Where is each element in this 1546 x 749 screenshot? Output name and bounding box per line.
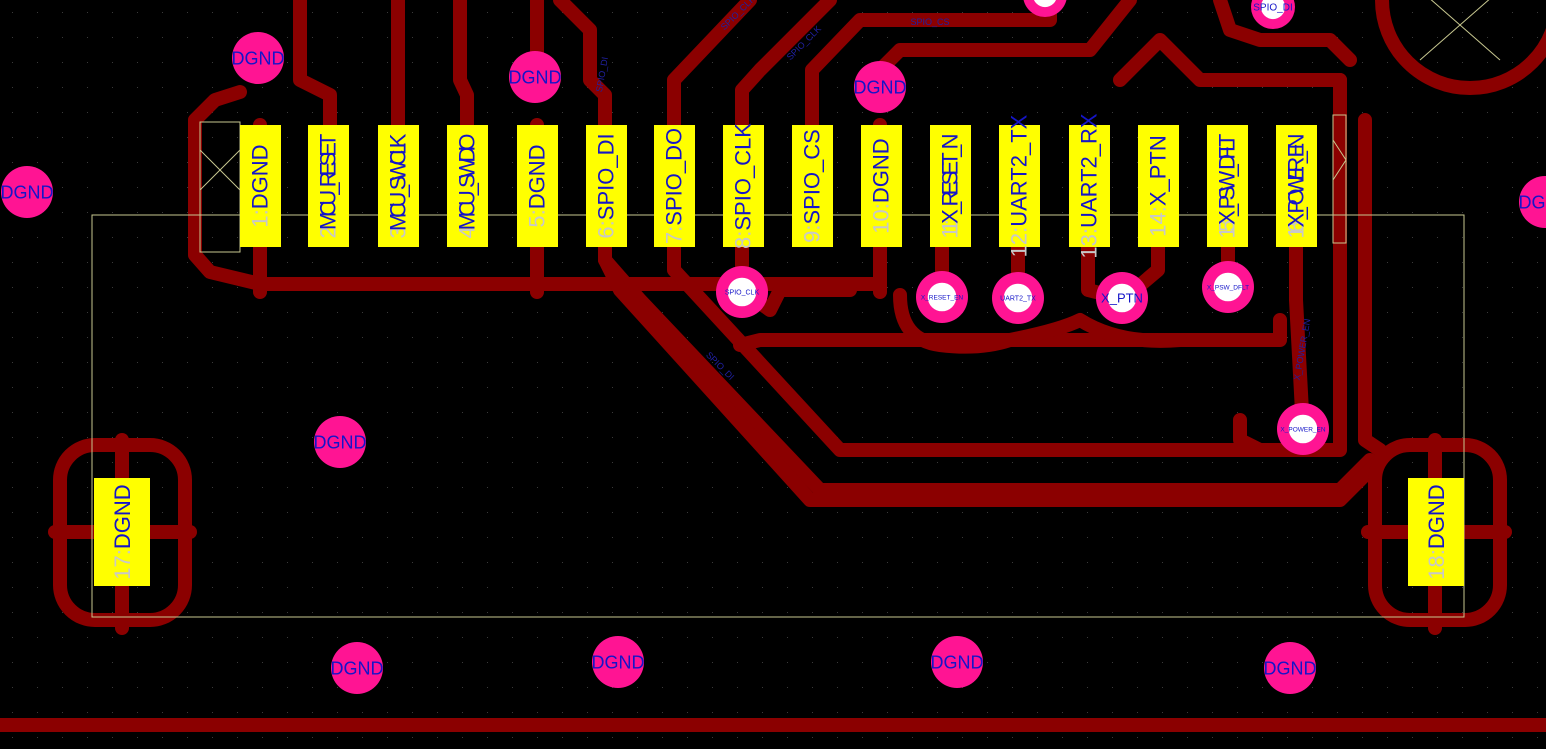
via-label: DGND (1264, 658, 1317, 678)
via-label: SPIO_CLK (725, 289, 760, 296)
via-label: DGND (931, 652, 984, 672)
via-dgnd[interactable]: DGND (854, 61, 907, 113)
connector-pad-7[interactable]: 7:SPIO_DO (654, 125, 695, 247)
pad-label-8: 8:SPIO_CLK (731, 123, 756, 249)
connector-pad-1[interactable]: 1:DGND (240, 125, 281, 247)
connector-pad-6[interactable]: 6:SPIO_DI (586, 125, 627, 247)
via-label: DGND (509, 67, 562, 87)
pad-label-1: 1:DGND (248, 144, 273, 227)
via-dgnd[interactable]: DGND (931, 636, 984, 688)
connector-pad-14[interactable]: 14:X_PTN (1138, 125, 1179, 247)
via-label: X_PTN (1101, 291, 1143, 306)
via-dgnd[interactable]: DGND (509, 51, 562, 103)
pad-label-15: 15:X_PSW_DFLT (1215, 134, 1240, 239)
mount-pad-18[interactable]: 18:DGND (1408, 478, 1464, 586)
mount-pad-label-18: 18:DGND (1424, 484, 1449, 579)
pad-label-14: 14:X_PTN (1146, 135, 1171, 237)
via-label: X_RESET_EN (921, 294, 964, 301)
via-x-psw-dflt[interactable]: X_PSW_DFLT (1202, 261, 1254, 313)
via-dgnd[interactable]: DGND (1, 166, 54, 218)
connector-pad-8[interactable]: 8:SPIO_CLK (723, 123, 764, 249)
via-dgnd[interactable]: DGND (314, 416, 367, 468)
mount-pad-label-17: 17:DGND (110, 484, 135, 579)
connector-pad-11[interactable]: 11:X_RESET_N (930, 125, 971, 247)
copper-traces (188, 0, 1387, 507)
via-label: DGND (592, 652, 645, 672)
connector-pad-9[interactable]: 9:SPIO_CS (792, 125, 833, 247)
trace-net-label: SPIO_CS (910, 17, 949, 27)
pad-label-2: 2:MCU_RESET (316, 134, 341, 239)
mounting-hole-ring (1375, 0, 1546, 95)
connector-pad-4[interactable]: 4:MCU_SWDIO (447, 125, 488, 247)
via-label: UART2_TX (1000, 295, 1036, 302)
connector-pad-2[interactable]: 2:MCU_RESET (308, 125, 349, 247)
via-spio-di[interactable]: SPIO_DI (1251, 0, 1295, 29)
via-dgnd[interactable]: DGND (232, 32, 285, 84)
via-label: DGND (1519, 192, 1546, 212)
via-label: SPIO_DI (1253, 3, 1292, 14)
pad-label-10: 10:DGND (869, 138, 894, 233)
pad-label-13: 13:UART2_RX (1077, 113, 1102, 258)
via-dgnd[interactable]: DGND (592, 636, 645, 688)
pad-label-5: 5:DGND (525, 144, 550, 227)
connector-pad-12[interactable]: 12:UART2_TX (999, 114, 1040, 257)
via-dgnd[interactable] (1023, 0, 1067, 17)
pad-label-12: 12:UART2_TX (1007, 114, 1032, 257)
connector-pad-15[interactable]: 15:X_PSW_DFLT (1207, 125, 1248, 247)
pad-label-9: 9:SPIO_CS (800, 129, 825, 243)
via-dgnd[interactable]: DGND (1519, 176, 1546, 228)
via-dgnd[interactable]: DGND (331, 642, 384, 694)
pad-label-7: 7:SPIO_DO (662, 128, 687, 244)
via-x-power-en[interactable]: X_POWER_EN (1277, 403, 1329, 455)
pad-label-16: 16:X_POWER_EN (1284, 134, 1309, 239)
via-label: DGND (331, 658, 384, 678)
via-spio-clk[interactable]: SPIO_CLK (716, 266, 768, 318)
connector-pad-5[interactable]: 5:DGND (517, 125, 558, 247)
via-label: DGND (232, 48, 285, 68)
via-label: DGND (314, 432, 367, 452)
connector-pad-3[interactable]: 3:MCU_SWCLK (378, 125, 419, 247)
connector-pad-16[interactable]: 16:X_POWER_EN (1276, 125, 1317, 247)
ground-pour-band (0, 718, 1546, 732)
via-x-ptn[interactable]: X_PTN (1096, 272, 1148, 324)
connector-pad-10[interactable]: 10:DGND (861, 125, 902, 247)
via-x-reset-en[interactable]: X_RESET_EN (916, 271, 968, 323)
via-label: X_PSW_DFLT (1207, 284, 1249, 291)
via-label: X_POWER_EN (1280, 426, 1325, 433)
via-uart2-tx[interactable]: UART2_TX (992, 272, 1044, 324)
pad-label-6: 6:SPIO_DI (594, 133, 619, 238)
via-label: DGND (1, 182, 54, 202)
pad-label-11: 11:X_RESET_N (938, 134, 963, 239)
via-dgnd[interactable]: DGND (1264, 642, 1317, 694)
via-label: DGND (854, 77, 907, 97)
pad-label-4: 4:MCU_SWDIO (455, 134, 480, 239)
mount-pad-17[interactable]: 17:DGND (94, 478, 150, 586)
pad-label-3: 3:MCU_SWCLK (386, 133, 411, 238)
connector-pad-13[interactable]: 13:UART2_RX (1069, 113, 1110, 259)
